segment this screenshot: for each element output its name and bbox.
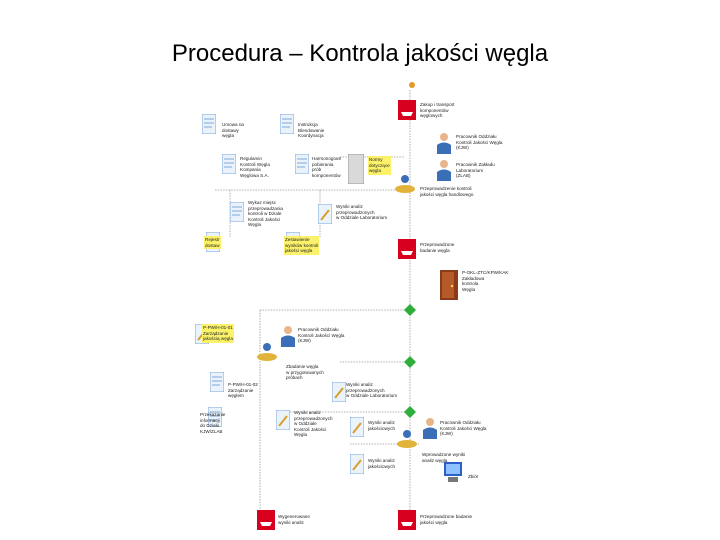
document-edit-icon (332, 382, 346, 402)
label-zbadanie: Zbadanie węgla w przygotowanych próbach (286, 364, 324, 381)
label-umowa: Umowa na dostawy węgla (222, 122, 244, 139)
label-zakup: Zakup i transport komponentów węglowych (420, 102, 455, 119)
label-przekazanie: Przekazanie informacji do Działu KJW/ZLA… (200, 412, 226, 434)
label-wyniki-jakosc-2: Wyniki analiz jakościowych (368, 458, 396, 469)
connector-lines (215, 82, 420, 522)
document-icon (280, 114, 294, 134)
label-normy: Normy dotyczące węgla (368, 156, 391, 175)
document-icon (230, 202, 244, 222)
label-wprowadzone: Wprowadzone wyniki analiz węgla (422, 452, 466, 463)
person-icon (437, 133, 451, 154)
document-edit-icon (318, 204, 332, 224)
label-ppwh-0102: P-PW/H-01-02 Zarządzanie węglem (228, 382, 258, 399)
label-ppwh-0101: P-PW/H-01-01 Zarządzanie jakością węgla (202, 324, 234, 343)
label-regulamin: Regulamin Kontroli Węgla Kompania Węglow… (240, 156, 270, 178)
door-icon (440, 270, 458, 300)
label-rejestr: Rejestr dostaw (204, 236, 221, 250)
computer-icon (444, 462, 462, 482)
process-diagram: Zakup i transport komponentów węglowych … (190, 82, 530, 537)
document-icon (222, 154, 236, 174)
label-wyniki-lab: Wyniki analiz przeprowadzonych w Oddzial… (336, 204, 388, 221)
label-pracownik-kjw-3: Pracownik Oddziału Kontroli Jakości Węgl… (440, 420, 487, 437)
event-icon (398, 510, 416, 530)
page-title: Procedura – Kontrola jakości węgla (171, 40, 549, 67)
label-pokl: P-OKL-ZTC/KPW/KAK Zakładowa kontrola Węg… (462, 270, 509, 292)
label-harmonogram: Harmonogram pobierania prób komponentów (312, 156, 342, 178)
event-icon (398, 100, 416, 120)
event-icon (257, 510, 275, 530)
label-pracownik-kjw-2: Pracownik Oddziału Kontroli Jakości Węgl… (298, 327, 345, 344)
label-wykaz-miejsc: Wykaz miejsc przeprowadzania kontroli w … (248, 200, 283, 228)
event-icon (398, 239, 416, 259)
label-zestawienie: Zestawienie wyników kontroli jakości węg… (284, 236, 320, 255)
label-kontrola: Przeprowadzenie kontroli jakości węgla h… (420, 186, 474, 197)
label-wygenerowane: Wygenerowane wyniki analiz (278, 514, 310, 525)
document-icon (202, 114, 216, 134)
label-zbior: Zbiór (468, 474, 479, 479)
label-pracownik-kjw: Pracownik Oddziału Kontroli Jakości Węgl… (456, 134, 503, 151)
task-icon (257, 343, 277, 361)
label-przeprowadzone: Przeprowadzone badanie jakości węgla (420, 514, 473, 525)
label-badanie: Przeprowadzone badanie węgla (420, 242, 455, 253)
document-edit-icon (276, 410, 290, 430)
document-icon (295, 154, 309, 174)
label-wyniki-kjw: Wyniki analiz przeprowadzonych w Oddzial… (294, 410, 333, 438)
document-edit-icon (350, 417, 364, 437)
task-icon (395, 175, 415, 193)
person-icon (281, 326, 295, 347)
document-stack-icon (348, 154, 364, 184)
person-icon (423, 418, 437, 439)
label-wyniki-jakosc: Wyniki analiz jakościowych (368, 420, 396, 431)
document-icon (210, 372, 224, 392)
document-edit-icon (350, 454, 364, 474)
label-wyniki-lab-2: Wyniki analiz przeprowadzonych w Oddzial… (346, 382, 398, 399)
task-icon (397, 430, 417, 448)
person-icon (437, 160, 451, 181)
document-icon (208, 407, 222, 427)
label-instrukcja: Instrukcja Blendowanie Koordynacja (298, 122, 325, 139)
label-pracownik-zlab: Pracownik Zakładu Laboratorium (ZLAB) (456, 162, 495, 179)
